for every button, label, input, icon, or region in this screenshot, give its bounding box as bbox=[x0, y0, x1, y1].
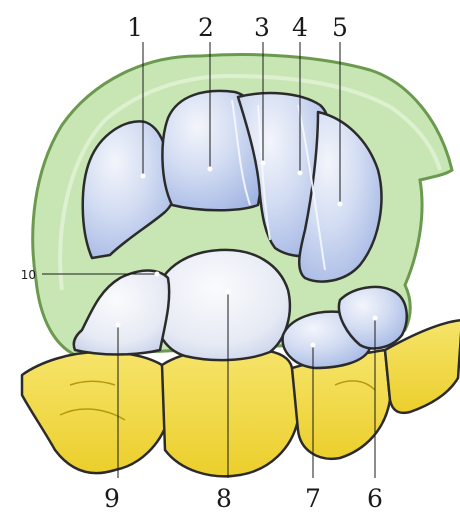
metacarpal-base-1 bbox=[22, 352, 168, 473]
label-6: 6 bbox=[367, 484, 383, 513]
label-10: 10 bbox=[21, 268, 36, 282]
marker-dot-10 bbox=[155, 272, 160, 277]
marker-dot-1 bbox=[141, 174, 146, 179]
marker-dot-8 bbox=[226, 290, 231, 295]
marker-dot-7 bbox=[311, 343, 316, 348]
metacarpal-base-2 bbox=[162, 348, 298, 476]
marker-dot-6 bbox=[373, 316, 378, 321]
label-9: 9 bbox=[104, 484, 120, 513]
label-7: 7 bbox=[305, 484, 321, 513]
label-8: 8 bbox=[216, 484, 232, 513]
marker-dot-5 bbox=[338, 202, 343, 207]
marker-dot-2 bbox=[208, 167, 213, 172]
label-5: 5 bbox=[332, 13, 348, 42]
label-4: 4 bbox=[292, 13, 308, 42]
label-3: 3 bbox=[254, 13, 270, 42]
carpal-bone-8 bbox=[155, 250, 290, 360]
marker-dot-9 bbox=[116, 323, 121, 328]
label-1: 1 bbox=[127, 13, 143, 42]
label-2: 2 bbox=[198, 13, 214, 42]
marker-dot-3 bbox=[261, 161, 266, 166]
marker-dot-4 bbox=[298, 171, 303, 176]
